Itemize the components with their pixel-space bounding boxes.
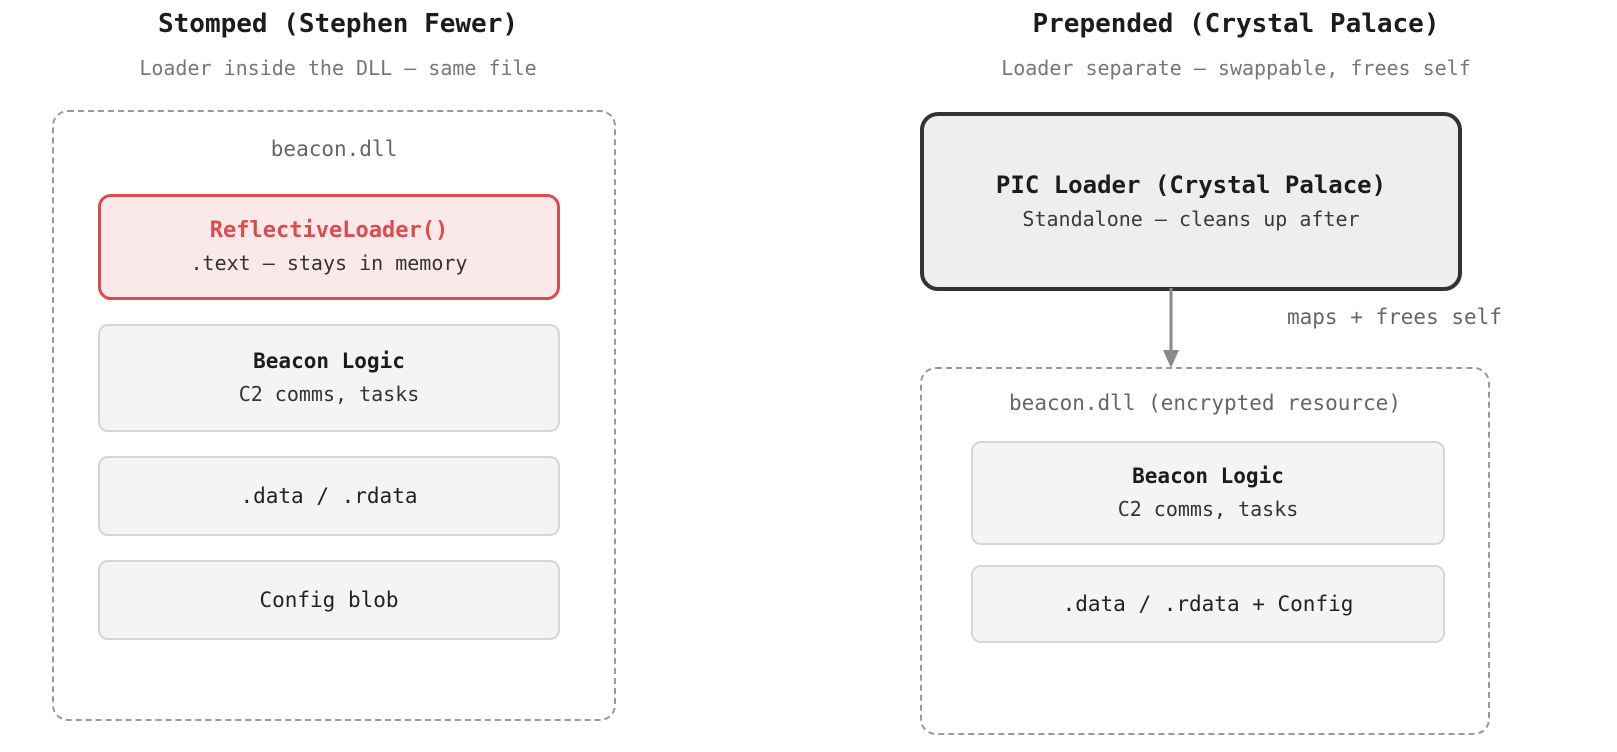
- box-beacon-logic-2-title: Beacon Logic: [1132, 464, 1284, 489]
- dashed-container-beacon-dll: beacon.dll ReflectiveLoader() .text — st…: [52, 110, 616, 721]
- column-stomped: Stomped (Stephen Fewer) Loader inside th…: [0, 0, 676, 752]
- box-reflective-loader-subtitle: .text — stays in memory: [190, 251, 468, 276]
- box-data-rdata[interactable]: .data / .rdata: [98, 456, 560, 536]
- box-beacon-logic-subtitle: C2 comms, tasks: [238, 381, 420, 406]
- box-reflective-loader[interactable]: ReflectiveLoader() .text — stays in memo…: [98, 194, 560, 300]
- box-beacon-logic-2[interactable]: Beacon Logic C2 comms, tasks: [971, 441, 1445, 545]
- arrow-maps-frees-self: [1163, 288, 1179, 368]
- column-title-stomped: Stomped (Stephen Fewer): [157, 9, 519, 39]
- box-beacon-logic-2-subtitle: C2 comms, tasks: [1117, 496, 1299, 521]
- dashed-container-beacon-dll-encrypted: beacon.dll (encrypted resource) Beacon L…: [920, 367, 1490, 735]
- dashed-container-label-beacon-dll: beacon.dll: [270, 137, 398, 161]
- box-data-rdata-config-label: .data / .rdata + Config: [1062, 592, 1354, 616]
- box-config-blob-label: Config blob: [259, 588, 399, 612]
- arrow-label-maps-frees-self: maps + frees self: [1287, 305, 1502, 329]
- box-reflective-loader-title: ReflectiveLoader(): [209, 217, 449, 243]
- column-subtitle-prepended: Loader separate — swappable, frees self: [1001, 56, 1471, 80]
- box-beacon-logic[interactable]: Beacon Logic C2 comms, tasks: [98, 324, 560, 432]
- column-subtitle-stomped: Loader inside the DLL — same file: [139, 56, 537, 80]
- box-config-blob[interactable]: Config blob: [98, 560, 560, 640]
- column-prepended: Prepended (Crystal Palace) Loader separa…: [855, 0, 1617, 752]
- box-pic-loader-subtitle: Standalone — cleans up after: [1022, 207, 1360, 231]
- box-data-rdata-label: .data / .rdata: [240, 484, 418, 508]
- dashed-container-label-beacon-dll-encrypted: beacon.dll (encrypted resource): [1009, 391, 1401, 415]
- box-pic-loader-title: PIC Loader (Crystal Palace): [995, 171, 1387, 199]
- column-title-prepended: Prepended (Crystal Palace): [1032, 9, 1440, 39]
- box-beacon-logic-title: Beacon Logic: [253, 349, 405, 374]
- box-pic-loader[interactable]: PIC Loader (Crystal Palace) Standalone —…: [920, 112, 1462, 291]
- box-data-rdata-config[interactable]: .data / .rdata + Config: [971, 565, 1445, 643]
